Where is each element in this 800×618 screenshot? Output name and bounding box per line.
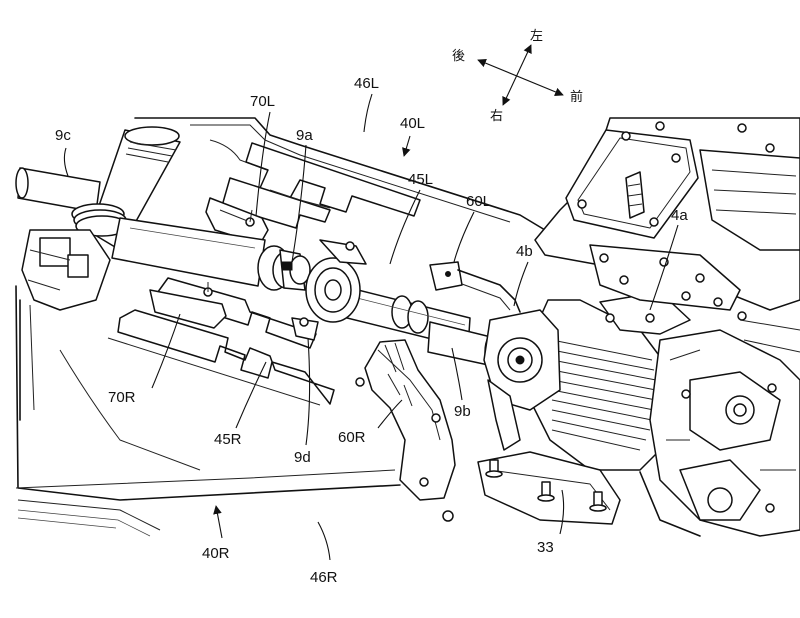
bracket-70R xyxy=(149,282,227,329)
leader-70L xyxy=(255,111,271,217)
left-mechanism xyxy=(19,229,111,421)
compass-rear-label: 後 xyxy=(452,49,465,64)
leader-45R xyxy=(235,361,267,429)
upper-right-panel xyxy=(534,117,800,353)
leader-4a xyxy=(649,224,679,311)
side-member-45R xyxy=(107,277,335,406)
center-bearing xyxy=(291,239,367,341)
leader-33 xyxy=(559,489,565,535)
orientation-compass: 後 左 右 前 xyxy=(452,29,583,124)
leader-46L xyxy=(363,93,373,133)
leader-40L xyxy=(402,135,411,157)
label-9b: 9b xyxy=(454,403,471,420)
pipe-9c xyxy=(15,126,181,251)
label-9a: 9a xyxy=(296,127,313,144)
reference-labels: 9c 70L 9a 46L 40L 45L 60L 4b 4a 70R 45R … xyxy=(55,75,688,586)
leader-45L xyxy=(389,189,421,265)
label-46L: 46L xyxy=(354,75,379,92)
label-33: 33 xyxy=(537,539,554,556)
label-40R: 40R xyxy=(202,545,230,562)
label-4b: 4b xyxy=(516,243,533,260)
label-46R: 46R xyxy=(310,569,338,586)
label-9d: 9d xyxy=(294,449,311,466)
label-60L: 60L xyxy=(466,193,491,210)
label-45R: 45R xyxy=(214,431,242,448)
label-45L: 45L xyxy=(408,171,433,188)
right-subframe xyxy=(639,329,800,537)
label-9c: 9c xyxy=(55,127,71,144)
compass-front-label: 前 xyxy=(570,89,583,105)
universal-joint xyxy=(257,245,311,291)
label-70R: 70R xyxy=(108,389,136,406)
motor-fins xyxy=(551,339,657,451)
bracket-70L xyxy=(205,197,269,245)
drive-unit xyxy=(483,291,691,471)
floor-panel-right xyxy=(15,285,401,537)
compass-left-label: 左 xyxy=(530,29,543,44)
leader-lines xyxy=(63,93,679,561)
label-40L: 40L xyxy=(400,115,425,132)
leader-40R xyxy=(213,505,223,539)
label-70L: 70L xyxy=(250,93,275,110)
leader-9a xyxy=(291,144,307,263)
leader-60L xyxy=(453,211,475,263)
label-4a: 4a xyxy=(671,207,688,224)
leader-9b xyxy=(451,347,463,401)
compass-right-label: 右 xyxy=(490,109,503,124)
leader-60R xyxy=(377,399,403,429)
bracket-60R xyxy=(355,339,456,522)
leader-46R xyxy=(317,521,331,561)
compass-left-right-arrow xyxy=(502,44,532,106)
leader-70R xyxy=(151,313,181,389)
leader-9d xyxy=(305,337,311,446)
cross-member-33 xyxy=(477,451,621,525)
label-60R: 60R xyxy=(338,429,366,446)
compass-rear-front-arrow xyxy=(477,58,564,97)
mount-studs xyxy=(485,459,607,512)
leader-4b xyxy=(513,261,529,307)
leader-9c xyxy=(63,147,69,177)
bracket-60L xyxy=(429,261,521,313)
